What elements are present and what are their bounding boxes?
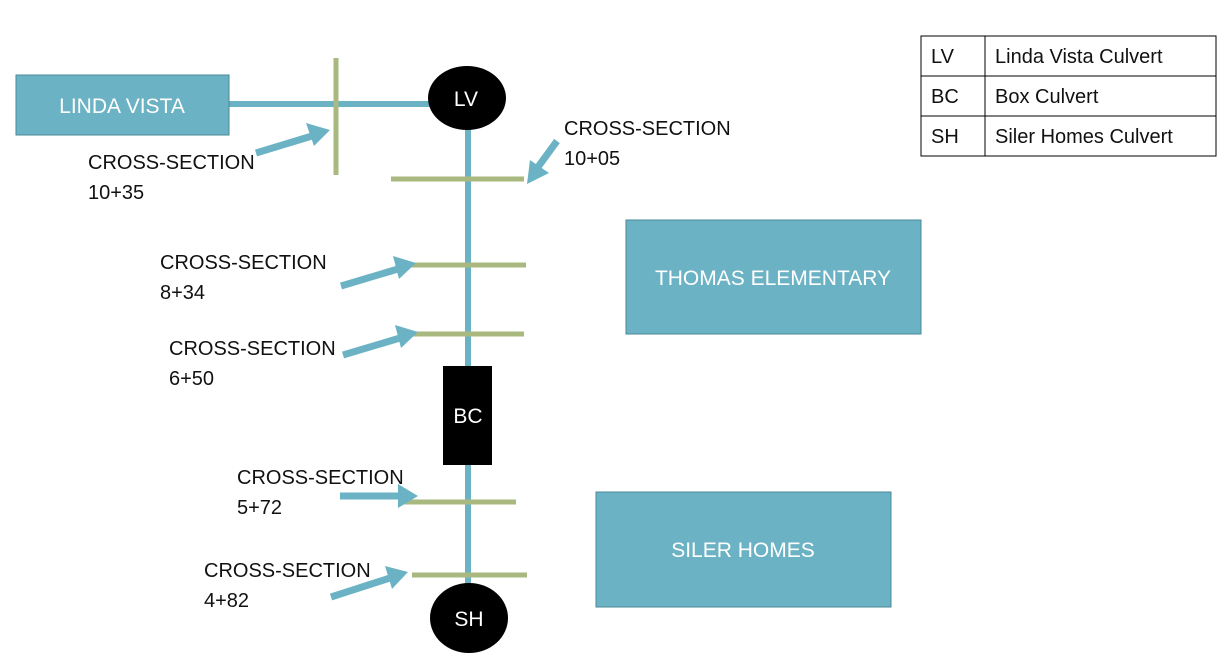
- cross-section-label-10-35: CROSS-SECTION: [88, 152, 255, 174]
- legend-desc: Siler Homes Culvert: [995, 126, 1173, 148]
- legend-table: LV Linda Vista Culvert BC Box Culvert SH…: [920, 35, 1217, 157]
- legend-abbr: LV: [931, 46, 955, 68]
- legend-desc: Box Culvert: [995, 86, 1099, 108]
- sh-culvert-label: SH: [454, 608, 483, 631]
- lv-culvert-label: LV: [454, 88, 478, 111]
- cross-section-label-10-05: CROSS-SECTION: [564, 118, 731, 140]
- cross-section-station-8-34: 8+34: [160, 282, 205, 304]
- cross-section-station-10-05: 10+05: [564, 148, 620, 170]
- cross-section-station-6-50: 6+50: [169, 368, 214, 390]
- sh-culvert-node: SH: [430, 583, 508, 653]
- legend-abbr: SH: [931, 126, 959, 148]
- arrow-10-05: [527, 138, 560, 184]
- cross-section-station-10-35: 10+35: [88, 182, 144, 204]
- cross-section-station-4-82: 4+82: [204, 590, 249, 612]
- legend-desc: Linda Vista Culvert: [995, 46, 1163, 68]
- siler-homes-box: SILER HOMES: [595, 491, 892, 608]
- bc-culvert-label: BC: [453, 405, 482, 428]
- cross-section-label-8-34: CROSS-SECTION: [160, 252, 327, 274]
- arrow-8-34: [339, 256, 416, 290]
- cross-section-label-5-72: CROSS-SECTION: [237, 467, 404, 489]
- cross-section-station-5-72: 5+72: [237, 497, 282, 519]
- legend-abbr: BC: [931, 86, 959, 108]
- siler-homes-label: SILER HOMES: [671, 539, 815, 562]
- lv-culvert-node: LV: [428, 66, 506, 130]
- thomas-elementary-label: THOMAS ELEMENTARY: [655, 267, 891, 290]
- cross-section-label-4-82: CROSS-SECTION: [204, 560, 371, 582]
- arrow-5-72: [340, 484, 418, 508]
- arrow-6-50: [341, 325, 418, 359]
- arrow-4-82: [329, 566, 408, 601]
- linda-vista-box: LINDA VISTA: [15, 74, 230, 136]
- thomas-elementary-box: THOMAS ELEMENTARY: [625, 219, 922, 335]
- bc-culvert-node: BC: [443, 366, 492, 465]
- arrow-10-35: [254, 123, 330, 157]
- cross-section-label-6-50: CROSS-SECTION: [169, 338, 336, 360]
- linda-vista-label: LINDA VISTA: [59, 95, 185, 118]
